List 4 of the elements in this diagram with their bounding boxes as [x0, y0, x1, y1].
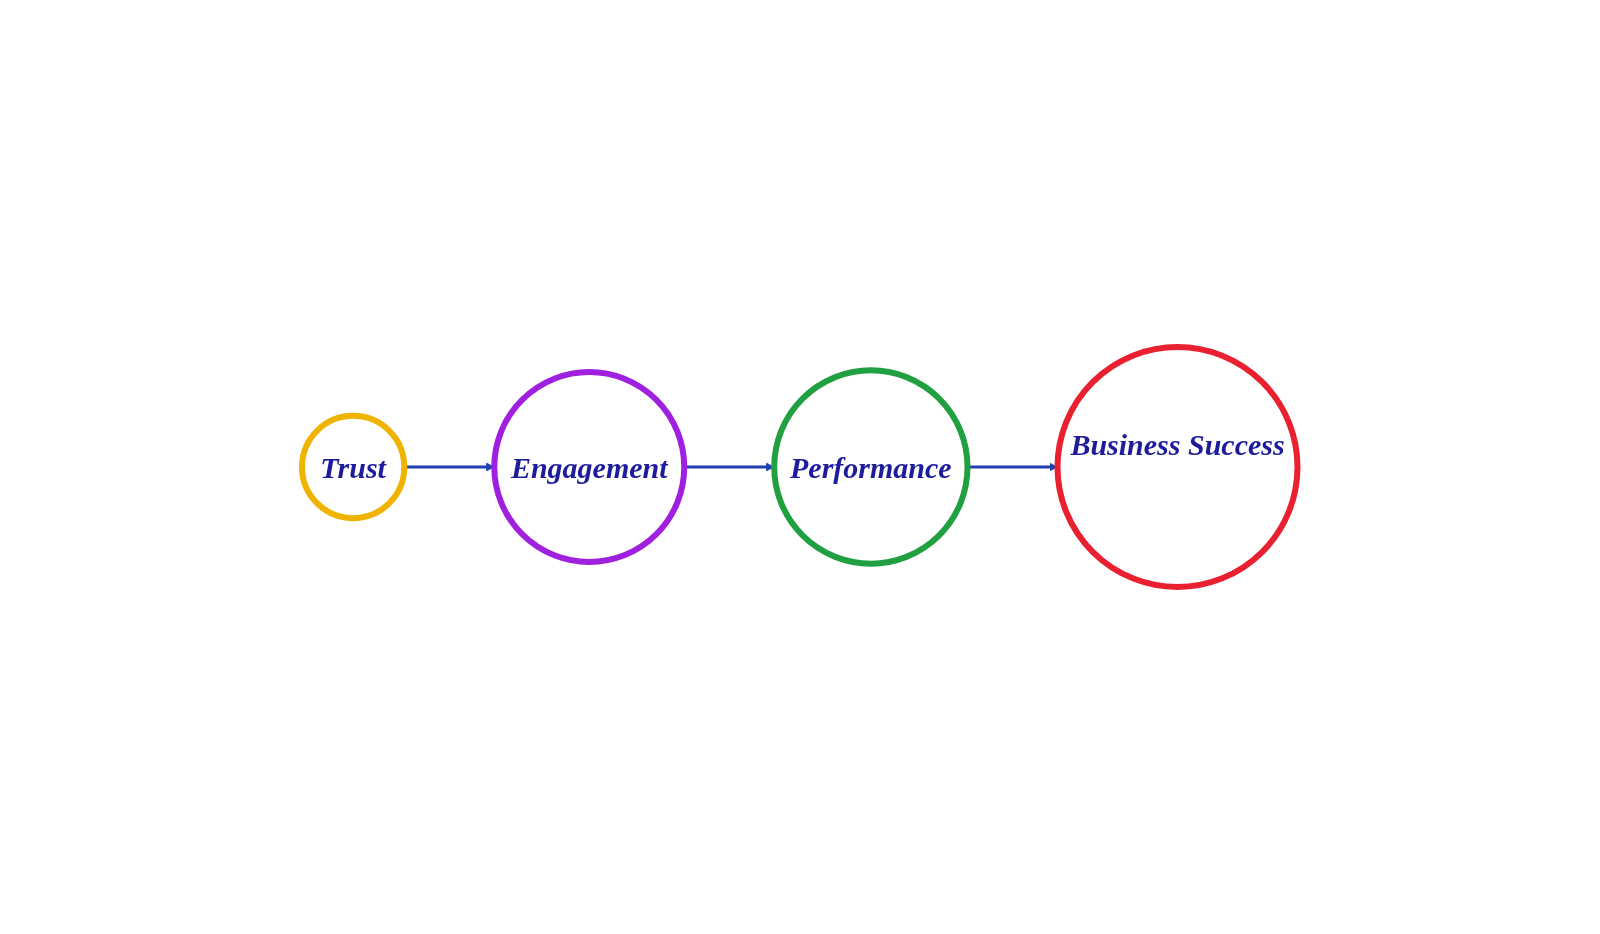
- node-circle: Engagement: [491, 369, 688, 565]
- node-circle: Business Success: [1054, 344, 1301, 590]
- node-circle: Performance: [771, 367, 971, 567]
- node-circle: Trust: [299, 412, 408, 522]
